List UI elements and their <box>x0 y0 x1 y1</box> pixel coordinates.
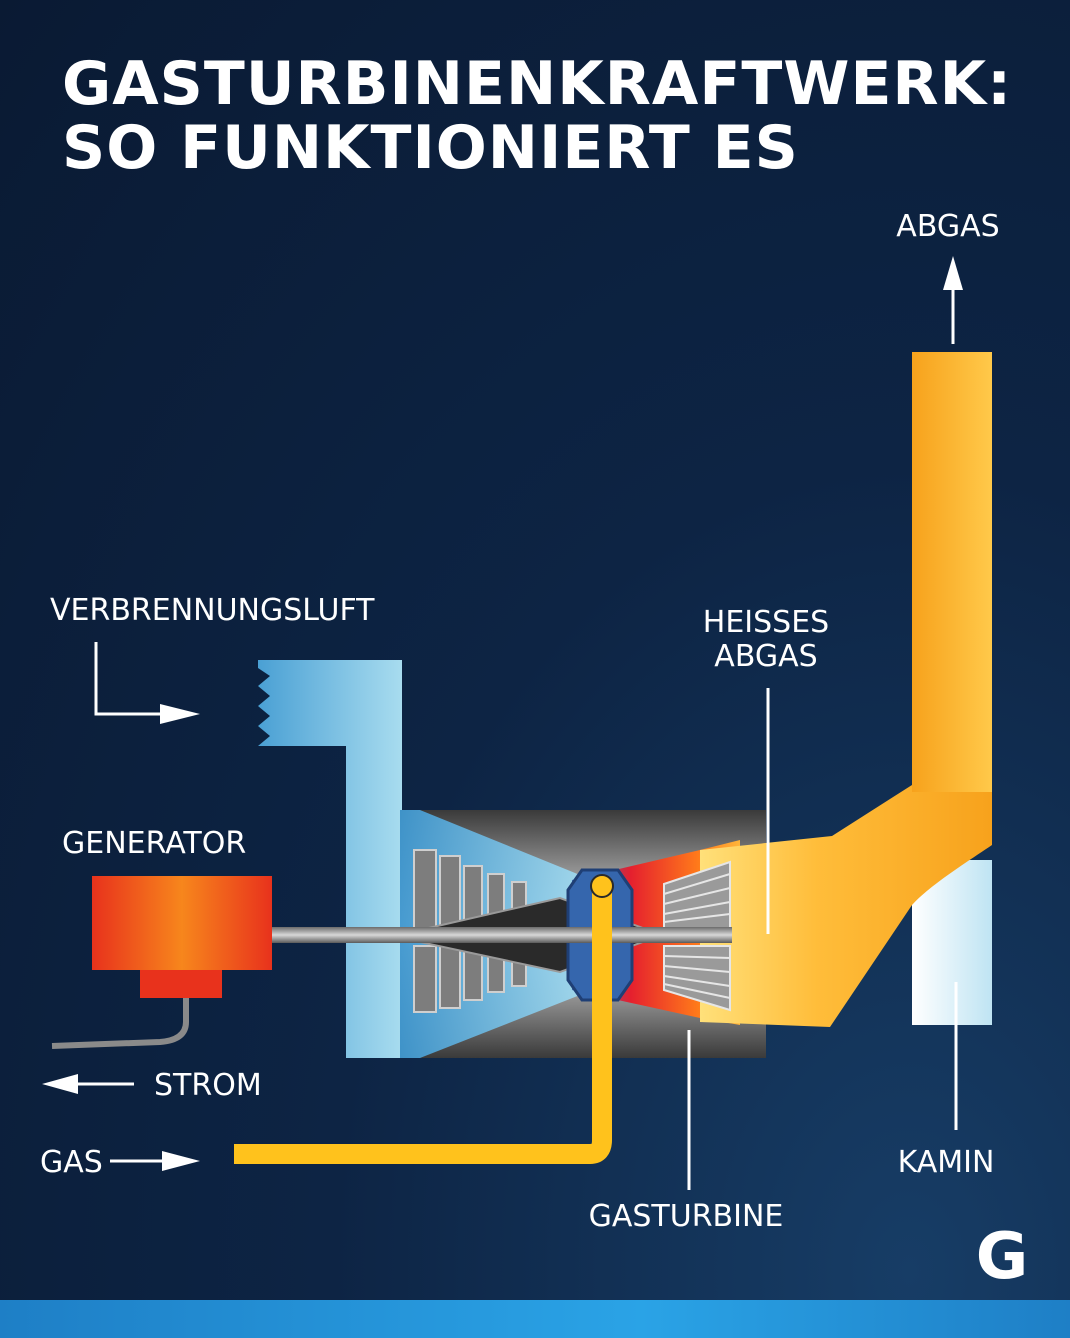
air-arrow-icon <box>160 704 200 724</box>
generator-base <box>140 970 222 998</box>
title-line-1: GASTURBINENKRAFTWERK: <box>62 49 1013 119</box>
strom-cable <box>51 998 189 1049</box>
abgas-chimney <box>912 352 992 792</box>
strom-arrow-icon <box>42 1074 78 1094</box>
label-gas: GAS <box>40 1145 103 1180</box>
bottom-accent-bar <box>0 1300 1070 1338</box>
page-title: GASTURBINENKRAFTWERK: SO FUNKTIONIERT ES <box>62 52 1012 180</box>
generator-body <box>92 876 272 970</box>
gas-burner-bottom <box>592 978 612 998</box>
label-heisses-2: ABGAS <box>714 639 817 674</box>
label-abgas: ABGAS <box>896 209 999 244</box>
arrow-heads <box>42 256 963 1171</box>
label-verbrennungsluft: VERBRENNUNGSLUFT <box>50 593 375 628</box>
label-heisses-1: HEISSES <box>703 605 829 640</box>
label-gasturbine: GASTURBINE <box>589 1199 784 1234</box>
gas-arrow-icon <box>162 1151 200 1171</box>
label-strom: STROM <box>154 1068 262 1103</box>
abgas-arrow-icon <box>943 256 963 290</box>
air-intake-duct <box>258 660 402 1058</box>
label-kamin: KAMIN <box>898 1145 995 1180</box>
gas-burner-top <box>590 874 614 898</box>
title-line-2: SO FUNKTIONIERT ES <box>62 113 799 183</box>
shaft <box>266 927 732 943</box>
label-generator: GENERATOR <box>62 826 246 861</box>
gas-line <box>234 888 612 1164</box>
turbine-blade-lines <box>663 873 731 999</box>
logo-g-icon: G <box>976 1220 1029 1294</box>
